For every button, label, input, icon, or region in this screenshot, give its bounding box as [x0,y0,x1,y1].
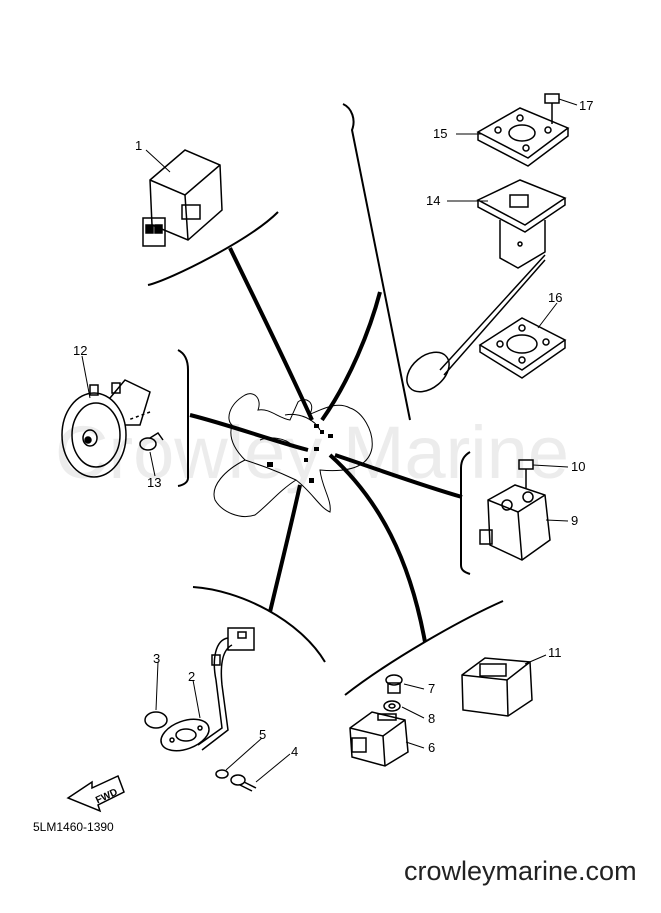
callout-leader-lines [81,98,578,783]
part-13-bolt [139,431,164,451]
callout-14: 14 [426,193,440,208]
callout-17: 17 [579,98,593,113]
part-4-bolt [230,774,257,792]
part-code: 5LM1460-1390 [33,820,114,834]
part-10-bolt [518,459,534,488]
callout-11: 11 [548,645,562,660]
callout-3: 3 [153,651,160,666]
part-14-fuel-sender [406,179,567,393]
part-8-washer [383,700,401,712]
callout-1: 1 [135,138,142,153]
callout-2: 2 [188,669,195,684]
callout-4: 4 [291,744,298,759]
callout-6: 6 [428,740,435,755]
fwd-label: FWD [94,787,119,807]
part-16-gasket [478,317,567,379]
callout-numbers: 1 2 3 4 5 6 7 8 9 10 11 12 13 14 15 16 1… [73,98,593,759]
part-6-rectifier [349,711,409,767]
part-2-sensor [160,627,255,752]
part-7-screw [385,674,403,694]
callout-15: 15 [433,126,447,141]
bracket-panels [147,103,504,696]
callout-9: 9 [571,513,578,528]
callout-10: 10 [571,459,585,474]
part-17-bolt [544,93,560,124]
callout-8: 8 [428,711,435,726]
part-5-washer [215,769,229,779]
callout-12: 12 [73,343,87,358]
component-location-marks [267,424,333,483]
callout-13: 13 [147,475,161,490]
fwd-arrow: FWD [66,774,125,813]
part-1-relay-unit [142,149,223,247]
part-12-horn [61,379,151,478]
scooter-silhouette [213,393,373,517]
leader-curves [189,247,463,643]
part-15-gasket [476,107,570,167]
callout-16: 16 [548,290,562,305]
site-url: crowleymarine.com [404,856,637,886]
part-11-unit [461,657,533,717]
callout-5: 5 [259,727,266,742]
callout-7: 7 [428,681,435,696]
part-3-o-ring [144,711,168,729]
part-9-starter-relay [479,484,551,561]
